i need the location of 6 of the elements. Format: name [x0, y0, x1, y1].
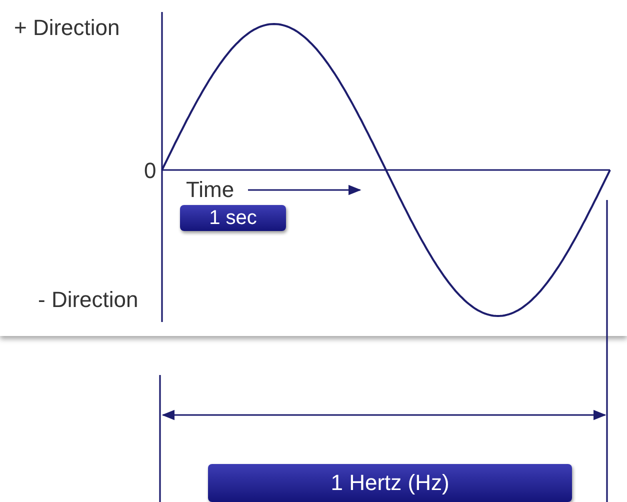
axis-label: 0	[144, 160, 156, 182]
axis-label: + Direction	[14, 17, 120, 39]
axis-label: - Direction	[38, 289, 138, 311]
value-badge: 1 Hertz (Hz)	[208, 464, 572, 502]
value-badge: 1 sec	[180, 205, 286, 231]
axis-label: Time	[186, 179, 234, 201]
